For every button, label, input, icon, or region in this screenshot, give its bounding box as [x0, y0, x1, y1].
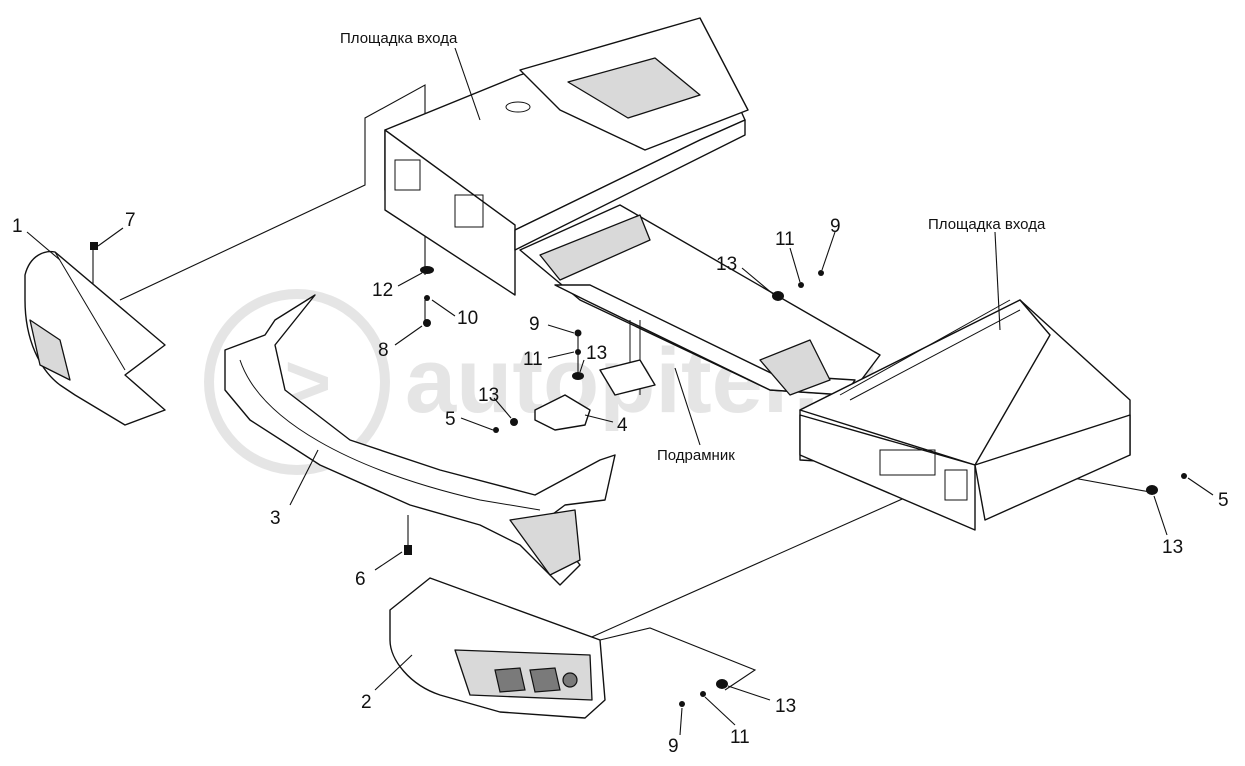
entry-platform-left	[384, 17, 749, 296]
watermark-logo-ring	[204, 289, 390, 475]
nut-13a	[572, 372, 584, 380]
callout-13-left: 13	[478, 385, 499, 406]
callout-9-bottom: 9	[668, 736, 679, 757]
callout-4: 4	[617, 415, 628, 436]
callout-1: 1	[12, 216, 23, 237]
bolt-6	[404, 545, 412, 555]
washer-11c	[700, 691, 706, 697]
label-platform-top: Площадка входа	[340, 30, 458, 47]
nut-13e	[716, 679, 728, 689]
bolt-7	[90, 242, 98, 250]
washer-10	[424, 295, 430, 301]
part-4-bracket	[534, 394, 591, 431]
callout-12: 12	[372, 280, 393, 301]
washer-12	[420, 266, 434, 274]
callout-10: 10	[457, 308, 478, 329]
nut-13d	[1146, 485, 1158, 495]
label-subframe: Подрамник	[657, 447, 735, 464]
callout-3: 3	[270, 508, 281, 529]
nut-13c	[772, 291, 784, 301]
washer-9c	[679, 701, 685, 707]
callout-13-center: 13	[586, 343, 607, 364]
callout-13-right: 13	[1162, 537, 1183, 558]
part-2-right-cover	[389, 577, 606, 719]
callout-numbers: 1 2 3 4 5 5 6 7 8 9 9 9 10 11 11 11 12 1…	[12, 210, 1229, 757]
part-3-bumper	[224, 294, 616, 586]
callout-5-right: 5	[1218, 490, 1229, 511]
callout-13-top: 13	[716, 254, 737, 275]
callout-9-top: 9	[830, 216, 841, 237]
label-platform-right: Площадка входа	[928, 216, 1046, 233]
callout-5-left: 5	[445, 409, 456, 430]
callout-8: 8	[378, 340, 389, 361]
callout-2: 2	[361, 692, 372, 713]
bolt-5b	[1181, 473, 1187, 479]
subframe	[519, 204, 881, 396]
callout-leaders	[26, 47, 1214, 736]
callout-9-center: 9	[529, 314, 540, 335]
nut-8	[423, 319, 431, 327]
washer-11a	[575, 349, 581, 355]
fasteners	[90, 242, 1187, 707]
callout-11-bottom: 11	[730, 727, 750, 748]
washer-11b	[798, 282, 804, 288]
washer-9b	[818, 270, 824, 276]
callout-7: 7	[125, 210, 136, 231]
part-1-left-cover	[24, 250, 166, 426]
nut-13b	[510, 418, 518, 426]
entry-platform-right	[799, 299, 1131, 531]
callout-11-center: 11	[523, 349, 543, 370]
bolt-5a	[493, 427, 499, 433]
washer-9a	[574, 329, 582, 337]
callout-13-bottom: 13	[775, 696, 796, 717]
part-labels: Площадка входа Площадка входа Подрамник	[340, 30, 1046, 464]
callout-11-top: 11	[775, 229, 795, 250]
callout-6: 6	[355, 569, 366, 590]
